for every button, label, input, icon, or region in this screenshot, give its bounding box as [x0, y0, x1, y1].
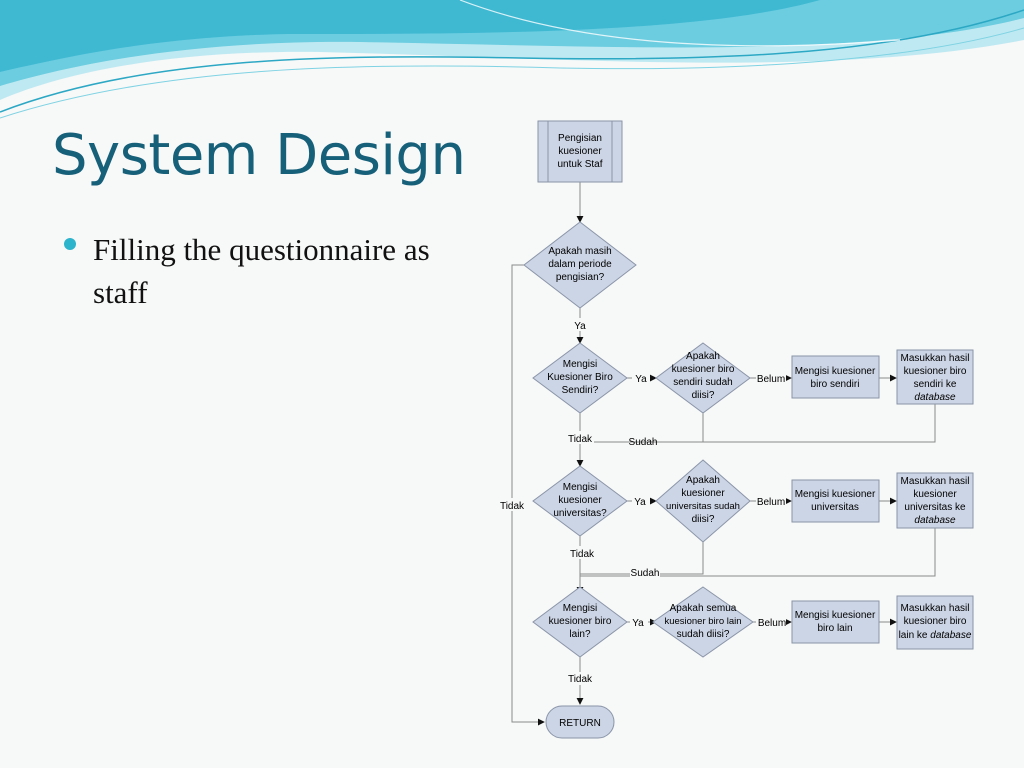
label-tidak-period: Tidak	[500, 501, 525, 512]
process-other-fill: Mengisi kuesioner biro lain	[791, 600, 880, 644]
decision-biro-line-1: Mengisi	[563, 359, 597, 370]
label-sudah-univ: Sudah	[631, 568, 660, 579]
process-biro-save-line-2: kuesioner biro	[904, 366, 967, 377]
process-other-save-line-2: kuesioner biro	[904, 616, 967, 627]
decision-univ-filled-line-2: kuesioner	[681, 488, 725, 499]
bullet-item: Filling the questionnaire as staff	[64, 228, 464, 314]
process-other-save-line-3-prefix: lain ke	[899, 630, 931, 641]
label-sudah-biro: Sudah	[629, 437, 658, 448]
label-ya-other: Ya	[632, 618, 644, 629]
decision-univ-filled-line-3: universitas sudah	[666, 501, 740, 512]
process-univ-save-line-2: kuesioner	[913, 489, 957, 500]
decision-biro: Mengisi Kuesioner Biro Sendiri?	[532, 342, 628, 414]
process-biro-save: Masukkan hasil kuesioner biro sendiri ke…	[896, 349, 974, 405]
decision-biro-filled-line-1: Apakah	[686, 351, 720, 362]
process-other-save-line-1: Masukkan hasil	[901, 603, 970, 614]
bullet-text: Filling the questionnaire as staff	[93, 232, 430, 310]
decision-biro-line-3: Sendiri?	[562, 385, 599, 396]
process-univ-fill-line-2: universitas	[811, 502, 859, 513]
process-biro-fill-line-2: biro sendiri	[811, 379, 860, 390]
edge-univ-sudah	[580, 542, 704, 575]
bullet-dot	[64, 238, 76, 250]
process-other-fill-line-1: Mengisi kuesioner	[795, 610, 876, 621]
process-biro-save-line-4: database	[914, 392, 956, 403]
start-line-1: Pengisian	[558, 133, 602, 144]
process-other-save: Masukkan hasil kuesioner biro lain ke da…	[896, 595, 974, 650]
end-node: RETURN	[545, 705, 615, 739]
end-label: RETURN	[559, 718, 601, 729]
decision-period-line-2: dalam periode	[548, 259, 612, 270]
start-line-3: untuk Staf	[557, 159, 602, 170]
header-wave-decoration	[0, 0, 1024, 119]
decision-univ-line-1: Mengisi	[563, 482, 597, 493]
decision-univ: Mengisi kuesioner universitas?	[532, 465, 628, 537]
label-tidak-biro: Tidak	[568, 434, 593, 445]
process-biro-save-line-1: Masukkan hasil	[901, 353, 970, 364]
edge-labels: Ya Ya Belum Tidak Sudah Tidak Ya Belum T…	[498, 318, 786, 685]
decision-biro-filled-line-4: diisi?	[692, 390, 715, 401]
edge-univ-save-return	[580, 528, 936, 577]
decision-biro-line-2: Kuesioner Biro	[547, 372, 613, 383]
process-univ-save-line-4: database	[914, 515, 956, 526]
decision-biro-filled-line-3: sendiri sudah	[673, 377, 732, 388]
label-belum-univ: Belum	[757, 497, 785, 508]
decision-univ-filled: Apakah kuesioner universitas sudah diisi…	[655, 459, 751, 543]
label-belum-other: Belum	[758, 618, 786, 629]
decision-other-filled-line-2: kuesioner biro lain	[664, 616, 741, 627]
label-ya-biro: Ya	[635, 374, 647, 385]
slide-title: System Design	[52, 123, 466, 188]
decision-other-line-1: Mengisi	[563, 603, 597, 614]
decision-period: Apakah masih dalam periode pengisian?	[523, 221, 637, 309]
process-other-save-line-3-database: database	[930, 630, 972, 641]
decision-univ-filled-line-4: diisi?	[692, 514, 715, 525]
process-univ-save-line-1: Masukkan hasil	[901, 476, 970, 487]
decision-univ-line-2: kuesioner	[558, 495, 602, 506]
decision-other-filled: Apakah semua kuesioner biro lain sudah d…	[652, 586, 754, 658]
decision-period-line-3: pengisian?	[556, 272, 605, 283]
edge-period-tidak	[511, 264, 545, 726]
decision-other-line-2: kuesioner biro	[549, 616, 612, 627]
decision-biro-filled: Apakah kuesioner biro sendiri sudah diis…	[655, 342, 751, 414]
process-univ-fill: Mengisi kuesioner universitas	[791, 479, 880, 523]
process-other-save-line-3: lain ke database	[899, 630, 972, 641]
label-belum-biro: Belum	[757, 374, 785, 385]
start-node: Pengisian kuesioner untuk Staf	[537, 120, 623, 183]
decision-other: Mengisi kuesioner biro lain?	[532, 586, 628, 658]
decision-other-filled-line-3: sudah diisi?	[677, 629, 730, 640]
decision-other-line-3: lain?	[569, 629, 591, 640]
decision-univ-filled-line-1: Apakah	[686, 475, 720, 486]
process-other-fill-line-2: biro lain	[817, 623, 852, 634]
process-univ-save: Masukkan hasil kuesioner universitas ke …	[896, 472, 974, 529]
process-univ-fill-line-1: Mengisi kuesioner	[795, 489, 876, 500]
label-ya-period: Ya	[574, 321, 586, 332]
process-biro-fill-line-1: Mengisi kuesioner	[795, 366, 876, 377]
label-tidak-other: Tidak	[568, 674, 593, 685]
process-biro-save-line-3: sendiri ke	[914, 379, 957, 390]
start-line-2: kuesioner	[558, 146, 602, 157]
edge-biro-save-return	[703, 404, 936, 443]
label-tidak-univ: Tidak	[570, 549, 595, 560]
process-biro-fill: Mengisi kuesioner biro sendiri	[791, 355, 880, 399]
decision-period-line-1: Apakah masih	[548, 246, 611, 257]
decision-other-filled-line-1: Apakah semua	[670, 603, 737, 614]
label-ya-univ: Ya	[634, 497, 646, 508]
decision-biro-filled-line-2: kuesioner biro	[672, 364, 735, 375]
process-univ-save-line-3: universitas ke	[904, 502, 966, 513]
decision-univ-line-3: universitas?	[553, 508, 607, 519]
